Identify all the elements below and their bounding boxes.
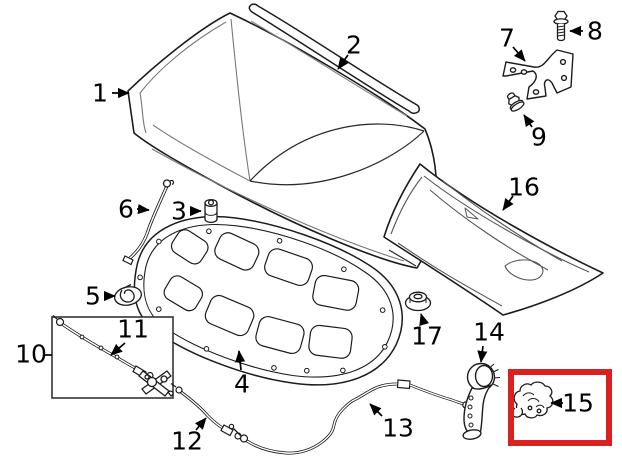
- bolt-8-drawing[interactable]: [553, 10, 569, 42]
- part-label-9[interactable]: 9: [531, 122, 547, 152]
- prop-rod-drawing[interactable]: [122, 179, 175, 266]
- part-label-17[interactable]: 17: [411, 321, 443, 351]
- clip-15-drawing[interactable]: [511, 381, 554, 419]
- cable-13-drawing[interactable]: [228, 379, 470, 455]
- part-label-8[interactable]: 8: [587, 16, 603, 46]
- part-label-15[interactable]: 15: [562, 388, 594, 418]
- part-label-4[interactable]: 4: [234, 369, 250, 399]
- part-label-13[interactable]: 13: [382, 413, 414, 443]
- part-label-11[interactable]: 11: [117, 314, 149, 344]
- callout-arrows: [44, 25, 583, 431]
- bracket-drawing[interactable]: [502, 49, 574, 100]
- insulator-pad-drawing[interactable]: [115, 186, 420, 416]
- weatherstrip-drawing[interactable]: [248, 3, 420, 117]
- part-label-6[interactable]: 6: [118, 194, 134, 224]
- part-label-1[interactable]: 1: [92, 78, 108, 108]
- part-label-2[interactable]: 2: [346, 30, 362, 60]
- part-label-12[interactable]: 12: [171, 426, 203, 456]
- bumper-drawing[interactable]: [204, 198, 218, 224]
- part-label-10[interactable]: 10: [15, 339, 47, 369]
- part-label-7[interactable]: 7: [499, 23, 515, 53]
- bolt-9-drawing[interactable]: [504, 90, 526, 113]
- hood-outer-panel-drawing[interactable]: [383, 163, 604, 316]
- part-label-3[interactable]: 3: [171, 196, 187, 226]
- latch-drawing[interactable]: [138, 370, 174, 397]
- part-label-14[interactable]: 14: [473, 317, 505, 347]
- part-label-16[interactable]: 16: [508, 172, 540, 202]
- release-handle-drawing[interactable]: [462, 362, 501, 441]
- part-label-5[interactable]: 5: [85, 281, 101, 311]
- grommet-drawing[interactable]: [404, 291, 432, 312]
